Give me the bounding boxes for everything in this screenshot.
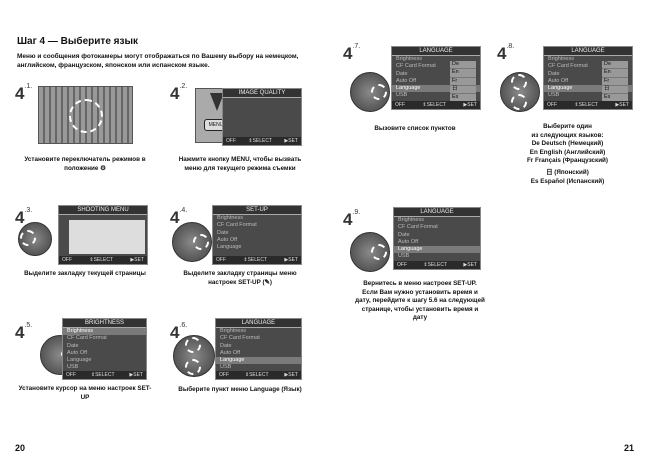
- menu-item: Auto Off: [67, 349, 88, 356]
- menu-item: Language: [217, 244, 242, 251]
- menu-item: Brightness: [63, 328, 146, 336]
- screen-footer: OFF⇕SELECT▶SET: [59, 256, 147, 264]
- step-4-7-number: 4.7.: [343, 43, 361, 63]
- step-4-9-caption: Вернитесь в меню настроек SET-UP. Если В…: [355, 280, 485, 322]
- multi-selector-dial: [173, 335, 215, 377]
- step-4-3-caption: Выделите закладку текущей страницы: [24, 270, 146, 277]
- step-4-5-number: 4.5.: [15, 322, 33, 342]
- screen-title: IMAGE QUALITY: [223, 89, 301, 98]
- menu-item: Date: [220, 342, 232, 349]
- menu-item: Auto Off: [398, 238, 419, 245]
- menu-item: Auto Off: [548, 77, 569, 84]
- camera-screen: IMAGE QUALITY OFF⇕SELECT▶SET: [222, 88, 302, 146]
- multi-selector-dial: [18, 222, 52, 256]
- menu-item: Date: [548, 70, 560, 77]
- menu-item: Auto Off: [220, 349, 241, 356]
- step-4-7-caption: Вызовите список пунктов: [374, 125, 456, 132]
- mode-dial-photo: [38, 86, 133, 144]
- menu-item: Brightness: [220, 328, 246, 334]
- step-4-6-number: 4.6.: [170, 322, 188, 342]
- menu-item: Brightness: [548, 56, 574, 62]
- menu-item: USB: [67, 364, 79, 371]
- menu-item: Brightness: [217, 215, 243, 221]
- step-4-6-caption: Выберите пункт меню Language (Язык): [178, 386, 302, 393]
- menu-item: Brightness: [396, 56, 422, 62]
- step-4-4-number: 4.4.: [170, 207, 188, 227]
- menu-item: USB: [220, 364, 232, 371]
- menu-item: Date: [217, 229, 229, 236]
- step-4-3-number: 4.3.: [15, 207, 33, 227]
- screen-title: BRIGHTNESS: [63, 319, 146, 328]
- menu-item: Language: [392, 85, 480, 93]
- menu-item: Date: [398, 231, 410, 238]
- screen-footer: OFF⇕SELECT▶SET: [213, 256, 301, 264]
- menu-item: USB: [548, 92, 560, 99]
- step-4-4-caption: Выделите закладку страницы меню настроек…: [183, 270, 297, 286]
- menu-item: USB: [398, 253, 410, 260]
- screen-footer: OFF⇕SELECT▶SET: [544, 101, 632, 109]
- menu-item: Language: [544, 85, 632, 93]
- screen-title: LANGUAGE: [216, 319, 301, 328]
- multi-selector-dial: [350, 232, 390, 272]
- menu-item: CF Card Format: [396, 63, 436, 70]
- page-number-left: 20: [15, 443, 26, 453]
- menu-item: Date: [67, 342, 79, 349]
- menu-item: CF Card Format: [217, 222, 257, 229]
- step-4-2-caption: Нажмите кнопку MENU, чтобы вызвать меню …: [178, 156, 302, 172]
- screen-footer: OFF⇕SELECT▶SET: [216, 371, 301, 379]
- screen-title: SET-UP: [213, 206, 301, 215]
- screen-footer: OFF⇕SELECT▶SET: [394, 261, 480, 269]
- menu-item: CF Card Format: [67, 335, 107, 342]
- arrow-down-icon: [210, 93, 224, 111]
- step-4-2-number: 4.2.: [170, 83, 188, 103]
- menu-item: Auto Off: [217, 236, 238, 243]
- menu-item: CF Card Format: [220, 335, 260, 342]
- menu-item: USB: [396, 92, 408, 99]
- screen-title: LANGUAGE: [392, 47, 480, 56]
- screen-footer: OFF⇕SELECT▶SET: [223, 137, 301, 145]
- screen-title: LANGUAGE: [394, 208, 480, 217]
- multi-selector-dial: [500, 72, 540, 112]
- step-4-8-number: 4.8.: [497, 43, 515, 63]
- menu-item: CF Card Format: [548, 63, 588, 70]
- camera-screen: SHOOTING MENU OFF⇕SELECT▶SET: [58, 205, 148, 265]
- screen-title: LANGUAGE: [544, 47, 632, 56]
- intro-text: Меню и сообщения фотокамеры могут отобра…: [17, 53, 299, 69]
- screen-footer: OFF⇕SELECT▶SET: [63, 371, 146, 379]
- menu-item: Date: [396, 70, 408, 77]
- multi-selector-dial: [350, 72, 390, 112]
- screen-footer: OFF⇕SELECT▶SET: [392, 101, 480, 109]
- step-4-5-caption: Установите курсор на меню настроек SET-U…: [18, 385, 152, 401]
- page-number-right: 21: [624, 443, 635, 453]
- menu-item: Language: [394, 246, 480, 254]
- menu-item: Language: [67, 357, 92, 364]
- multi-selector-dial: [172, 222, 212, 262]
- screen-title: SHOOTING MENU: [59, 206, 147, 215]
- menu-item: Auto Off: [396, 77, 417, 84]
- step-4-9-number: 4.9.: [343, 209, 361, 229]
- page-heading: Шаг 4 — Выберите язык: [17, 36, 139, 47]
- step-4-1-number: 4.1.: [15, 83, 33, 103]
- step-4-1-caption: Установите переключатель режимов в полож…: [24, 156, 146, 172]
- highlight-circle: [69, 99, 103, 133]
- menu-item: CF Card Format: [398, 224, 438, 231]
- menu-item: Brightness: [398, 217, 424, 223]
- menu-item: Language: [216, 357, 301, 365]
